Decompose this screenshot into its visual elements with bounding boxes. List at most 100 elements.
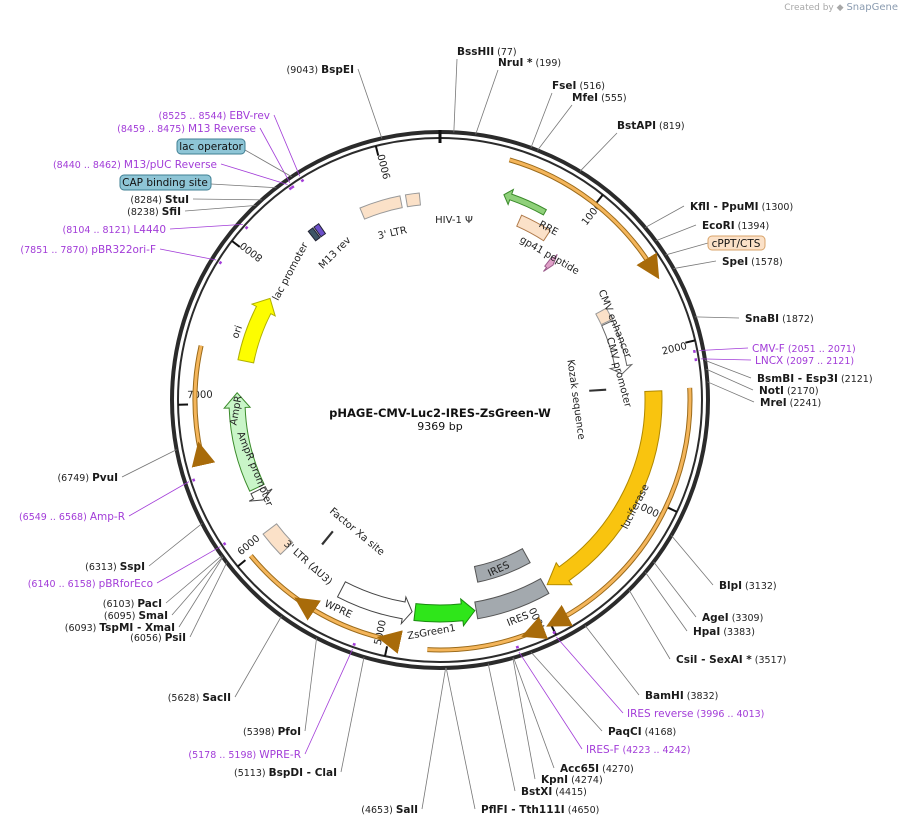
primer-position: (8525 .. 8544) bbox=[158, 111, 229, 122]
enzyme-name: PvuI bbox=[92, 472, 118, 484]
enzyme-name: BsmBI bbox=[757, 373, 794, 385]
feature-cmv-enhancer bbox=[595, 307, 613, 326]
enzyme-leader bbox=[357, 68, 383, 139]
tick-mark bbox=[374, 145, 380, 156]
credit-brand: SnapGene bbox=[846, 2, 898, 13]
enzyme-label: BssHII (77) bbox=[457, 46, 517, 58]
label-zsgreen1: ZsGreen1 bbox=[407, 623, 457, 642]
orf-arc-5 bbox=[249, 554, 321, 621]
enzyme-position: (1578) bbox=[748, 257, 783, 268]
enzyme-name-2: - Esp3I bbox=[794, 373, 838, 385]
enzyme-name: AgeI bbox=[702, 612, 729, 624]
enzyme-position: (3309) bbox=[729, 613, 764, 624]
label-gp41: gp41 peptide bbox=[518, 234, 581, 277]
enzyme-label: (8238) SfiI bbox=[127, 206, 181, 218]
primer-mark bbox=[515, 645, 520, 649]
enzyme-name: HpaI bbox=[693, 626, 720, 638]
enzyme-leader bbox=[584, 625, 640, 696]
primer-leader bbox=[169, 223, 243, 230]
enzyme-position: (555) bbox=[598, 93, 627, 104]
feature-arrows bbox=[223, 188, 663, 628]
enzyme-label: (6095) SmaI bbox=[104, 610, 168, 622]
enzyme-name: PfoI bbox=[278, 726, 301, 738]
tick-mark bbox=[383, 646, 389, 657]
label-hiv-psi: HIV-1 Ψ bbox=[435, 215, 473, 226]
enzyme-label: EcoRI (1394) bbox=[702, 220, 769, 232]
enzyme-leader bbox=[579, 132, 618, 172]
primer-mark bbox=[218, 260, 223, 265]
enzyme-position: (2241) bbox=[787, 398, 822, 409]
enzyme-leader bbox=[704, 360, 752, 379]
enzyme-name: SalI bbox=[396, 804, 418, 816]
primer-label: (8440 .. 8462) M13/pUC Reverse bbox=[53, 159, 217, 171]
primer-label: (8104 .. 8121) L4440 bbox=[63, 224, 166, 236]
enzyme-position: (1300) bbox=[759, 202, 794, 213]
primer-leader bbox=[556, 636, 624, 714]
enzyme-leader bbox=[192, 198, 262, 201]
enzyme-label: SpeI (1578) bbox=[722, 256, 783, 268]
enzyme-leader bbox=[121, 449, 177, 478]
enzyme-position: (6093) bbox=[65, 623, 100, 634]
enzyme-name: CsiI bbox=[676, 654, 697, 666]
enzyme-name: SmaI bbox=[139, 610, 169, 622]
enzyme-name: SfiI bbox=[162, 206, 181, 218]
enzyme-label: CsiI - SexAI * (3517) bbox=[676, 654, 786, 666]
enzyme-name: StuI bbox=[165, 194, 189, 206]
enzyme-name: BamHI bbox=[645, 690, 684, 702]
cap-site-label: CAP binding site bbox=[122, 177, 208, 189]
primer-position: (7851 .. 7870) bbox=[20, 245, 91, 256]
enzyme-name: SacII bbox=[202, 692, 231, 704]
feature-ampr bbox=[223, 391, 265, 492]
enzyme-name: Acc65I bbox=[560, 763, 599, 775]
enzyme-label: (6056) PsiI bbox=[130, 632, 186, 644]
enzyme-label: BamHI (3832) bbox=[645, 690, 718, 702]
primer-label: IRES-F (4223 .. 4242) bbox=[586, 744, 690, 756]
tick-label: 6000 bbox=[236, 533, 263, 558]
lac-operator-label: lac operator bbox=[179, 141, 243, 153]
enzyme-label: PflFI - Tth111I (4650) bbox=[481, 804, 599, 816]
primer-name: M13 Reverse bbox=[188, 123, 256, 135]
enzyme-position: (1872) bbox=[779, 314, 814, 325]
leader-lines bbox=[121, 58, 755, 810]
enzyme-name: PflFI bbox=[481, 804, 508, 816]
enzyme-name: SnaBI bbox=[745, 313, 779, 325]
feature-rre-orf bbox=[503, 188, 548, 216]
feature-3ltr-du3 bbox=[262, 523, 294, 556]
primer-name: IRES-F bbox=[586, 744, 620, 756]
enzyme-label: SnaBI (1872) bbox=[745, 313, 814, 325]
enzyme-position: (516) bbox=[576, 81, 605, 92]
orf-arc-2 bbox=[546, 387, 692, 627]
label-kozak: Kozak sequence bbox=[564, 359, 586, 440]
enzyme-leader bbox=[645, 572, 688, 632]
enzyme-name-2: - PpuMI bbox=[710, 201, 759, 213]
primer-mark bbox=[352, 642, 356, 647]
enzyme-position: (6095) bbox=[104, 611, 139, 622]
enzyme-position: (3517) bbox=[752, 655, 787, 666]
feature-hiv-psi bbox=[404, 192, 421, 208]
primer-position: (2051 .. 2071) bbox=[785, 344, 856, 355]
box-leader bbox=[665, 242, 709, 256]
primer-label: IRES reverse (3996 .. 4013) bbox=[627, 708, 764, 720]
enzyme-name-2: - ClaI bbox=[303, 767, 337, 779]
enzyme-name: PaqCI bbox=[608, 726, 642, 738]
primer-name: CMV-F bbox=[752, 343, 785, 355]
primer-position: (8440 .. 8462) bbox=[53, 160, 124, 171]
enzyme-position: (5628) bbox=[168, 693, 203, 704]
enzyme-label: (6093) TspMI - XmaI bbox=[65, 622, 175, 634]
tick-mark bbox=[667, 506, 678, 513]
primer-name: M13/pUC Reverse bbox=[124, 159, 217, 171]
enzyme-position: (3132) bbox=[742, 581, 777, 592]
enzyme-name: NotI bbox=[759, 385, 784, 397]
feature-rre bbox=[516, 214, 551, 242]
feature-kozak bbox=[589, 388, 607, 392]
primer-name: LNCX bbox=[755, 355, 783, 367]
enzyme-label: (5628) SacII bbox=[168, 692, 231, 704]
enzyme-leader bbox=[530, 651, 603, 732]
enzyme-leader bbox=[628, 589, 671, 660]
primer-position: (4223 .. 4242) bbox=[620, 745, 691, 756]
enzyme-name: MreI bbox=[760, 397, 787, 409]
enzyme-name-2: - XmaI bbox=[133, 622, 175, 634]
tick-mark bbox=[231, 240, 241, 248]
tick-mark bbox=[237, 559, 247, 568]
